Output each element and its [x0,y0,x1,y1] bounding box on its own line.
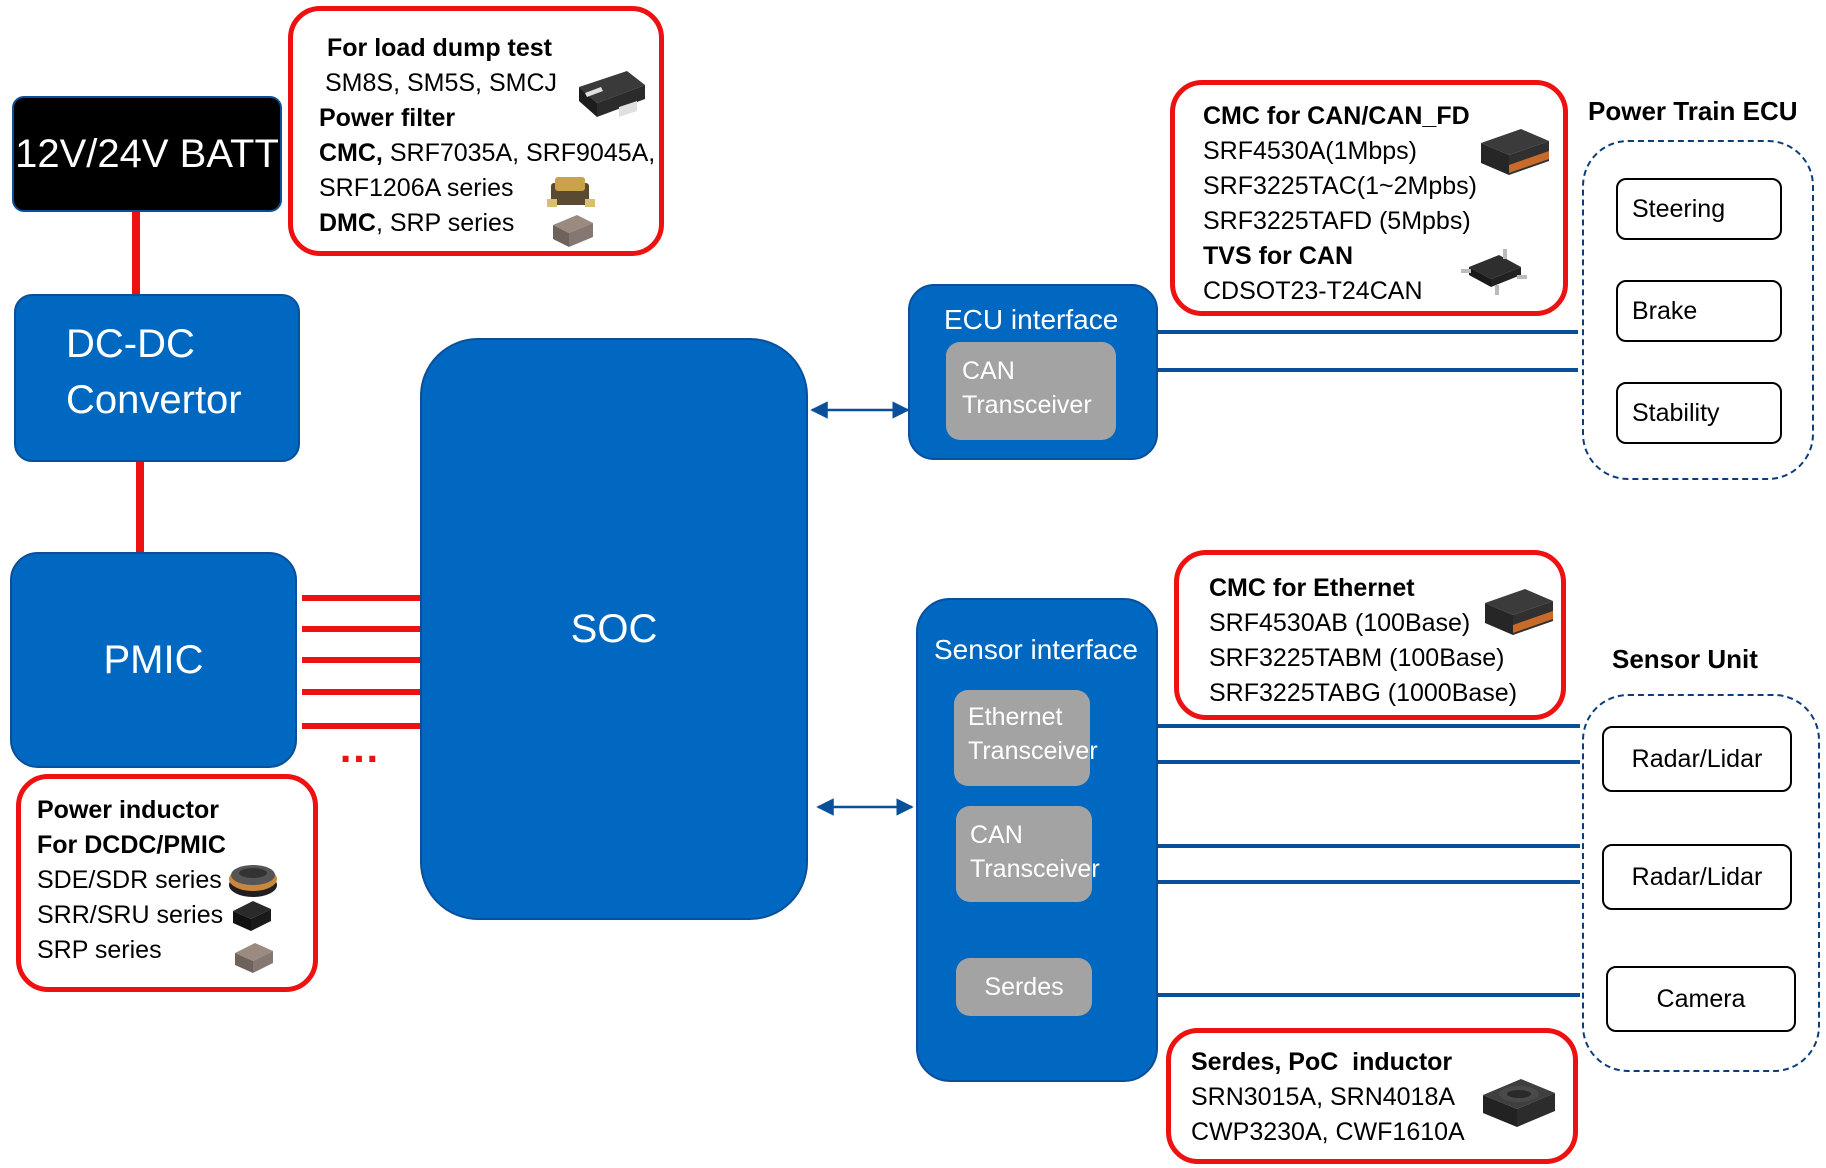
sensor-item-radar-lidar-1-label: Radar/Lidar [1631,744,1763,773]
ellipsis-mark: … [338,724,380,771]
srr-inductor-icon [233,901,271,931]
battery-label: 12V/24V BATT [15,131,279,176]
sensor-item-radar-lidar-1: Radar/Lidar [1602,726,1792,792]
ecu-item-brake: Brake [1616,280,1782,342]
serdes-poc-line1: SRN3015A, SRN4018A [1191,1083,1456,1111]
sensor-unit-group [1582,694,1820,1072]
cmc-ethernet-callout: CMC for Ethernet SRF4530AB (100Base) SRF… [1174,550,1566,720]
tvs-can-line: CDSOT23-T24CAN [1203,277,1423,305]
ecu-can-line1: CAN [962,357,1015,385]
ecu-item-steering: Steering [1616,178,1782,240]
cmc-can-line1: SRF4530A(1Mbps) [1203,137,1417,165]
power-inductor-title1: Power inductor [37,796,219,824]
cmc-eth-line2: SRF3225TABM (100Base) [1209,644,1505,672]
power-inductor-line1: SDE/SDR series [37,866,222,894]
ecu-interface-title: ECU interface [944,304,1119,335]
pmic-block: PMIC [10,552,297,768]
sensor-interface-title: Sensor interface [934,634,1138,665]
cmc-eth-line1: SRF4530AB (100Base) [1209,609,1471,637]
tvs-diode-icon [579,71,645,117]
srp-inductor-icon [235,943,273,973]
cmc-chip-icon [547,177,595,207]
power-train-title: Power Train ECU [1588,96,1798,126]
cmc-eth-line3: SRF3225TABG (1000Base) [1209,679,1518,707]
load-dump-title: For load dump test [327,34,552,62]
serdes-poc-callout: Serdes, PoC inductor SRN3015A, SRN4018A … [1166,1028,1578,1164]
sensor-unit-title: Sensor Unit [1612,644,1758,674]
dmc-chip-icon [553,215,593,247]
serdes-poc-title: Serdes, PoC inductor [1191,1048,1453,1076]
power-inductor-line3: SRP series [37,936,162,964]
sde-inductor-icon [229,865,277,897]
power-filter-dmc: DMC, SRP series [319,206,659,241]
ecu-item-steering-label: Steering [1632,194,1726,223]
battery-block: 12V/24V BATT [12,96,282,212]
cmc-can-title: CMC for CAN/CAN_FD [1203,102,1470,130]
pmic-label: PMIC [103,637,204,682]
power-filter-title: Power filter [319,104,456,132]
sensor-can-line2: Transceiver [970,855,1100,883]
sensor-eth-line1: Ethernet [968,703,1063,731]
cmc-can-line2: SRF3225TAC(1~2Mpbs) [1203,172,1477,200]
poc-inductor-icon [1483,1079,1555,1127]
sensor-can-line1: CAN [970,821,1023,849]
tvs-can-title: TVS for CAN [1203,242,1353,270]
load-dump-line1: SM8S, SM5S, SMCJ [325,69,557,97]
sensor-item-radar-lidar-2-label: Radar/Lidar [1631,862,1763,891]
sensor-item-radar-lidar-2: Radar/Lidar [1602,844,1792,910]
power-inductor-title2: For DCDC/PMIC [37,831,226,859]
cmc-parts: SRF7035A, SRF9045A, [382,139,656,167]
sensor-item-camera: Camera [1606,966,1796,1032]
serdes-poc-line2: CWP3230A, CWF1610A [1191,1118,1465,1146]
tvs-sot23-icon [1461,249,1527,295]
cmc-can-line3: SRF3225TAFD (5Mpbs) [1203,207,1471,235]
ecu-item-stability: Stability [1616,382,1782,444]
dmc-bold-label: DMC [319,209,376,237]
power-train-group [1582,140,1814,480]
ecu-interface-block: ECU interface CAN Transceiver [908,284,1158,460]
power-filter-series: SRF1206A series [319,174,514,202]
sensor-eth-line2: Transceiver [968,737,1098,765]
ecu-item-brake-label: Brake [1632,296,1698,325]
ecu-can-transceiver: CAN Transceiver [946,342,1116,440]
dcdc-label-line1: DC-DC [66,322,195,366]
sensor-item-camera-label: Camera [1656,984,1746,1013]
dmc-parts: , SRP series [375,209,515,237]
sensor-interface-block: Sensor interface Ethernet Transceiver CA… [916,598,1158,1082]
soc-block: SOC [420,338,808,920]
cmc-bold-label: CMC, [319,139,383,167]
cmc-can-chip-icon [1481,129,1549,175]
sensor-serdes: Serdes [956,958,1092,1016]
ecu-can-line2: Transceiver [962,391,1092,419]
cmc-eth-title: CMC for Ethernet [1209,574,1415,602]
ecu-item-stability-label: Stability [1632,398,1720,427]
sensor-can-transceiver: CAN Transceiver [956,806,1100,902]
sensor-serdes-label: Serdes [984,973,1064,1001]
power-filter-cmc: CMC, SRF7035A, SRF9045A, [319,136,659,171]
power-inductor-line2: SRR/SRU series [37,901,224,929]
dcdc-label-line2: Convertor [66,378,242,422]
sensor-ethernet-transceiver: Ethernet Transceiver [954,690,1098,786]
load-dump-callout: For load dump test SM8S, SM5S, SMCJ Powe… [288,6,664,256]
cmc-can-callout: CMC for CAN/CAN_FD SRF4530A(1Mbps) SRF32… [1170,80,1568,316]
dcdc-converter-block: DC-DC Convertor [14,294,300,462]
power-inductor-callout: Power inductor For DCDC/PMIC SDE/SDR ser… [16,774,318,992]
cmc-eth-chip-icon [1485,589,1553,635]
soc-label: SOC [570,606,658,651]
